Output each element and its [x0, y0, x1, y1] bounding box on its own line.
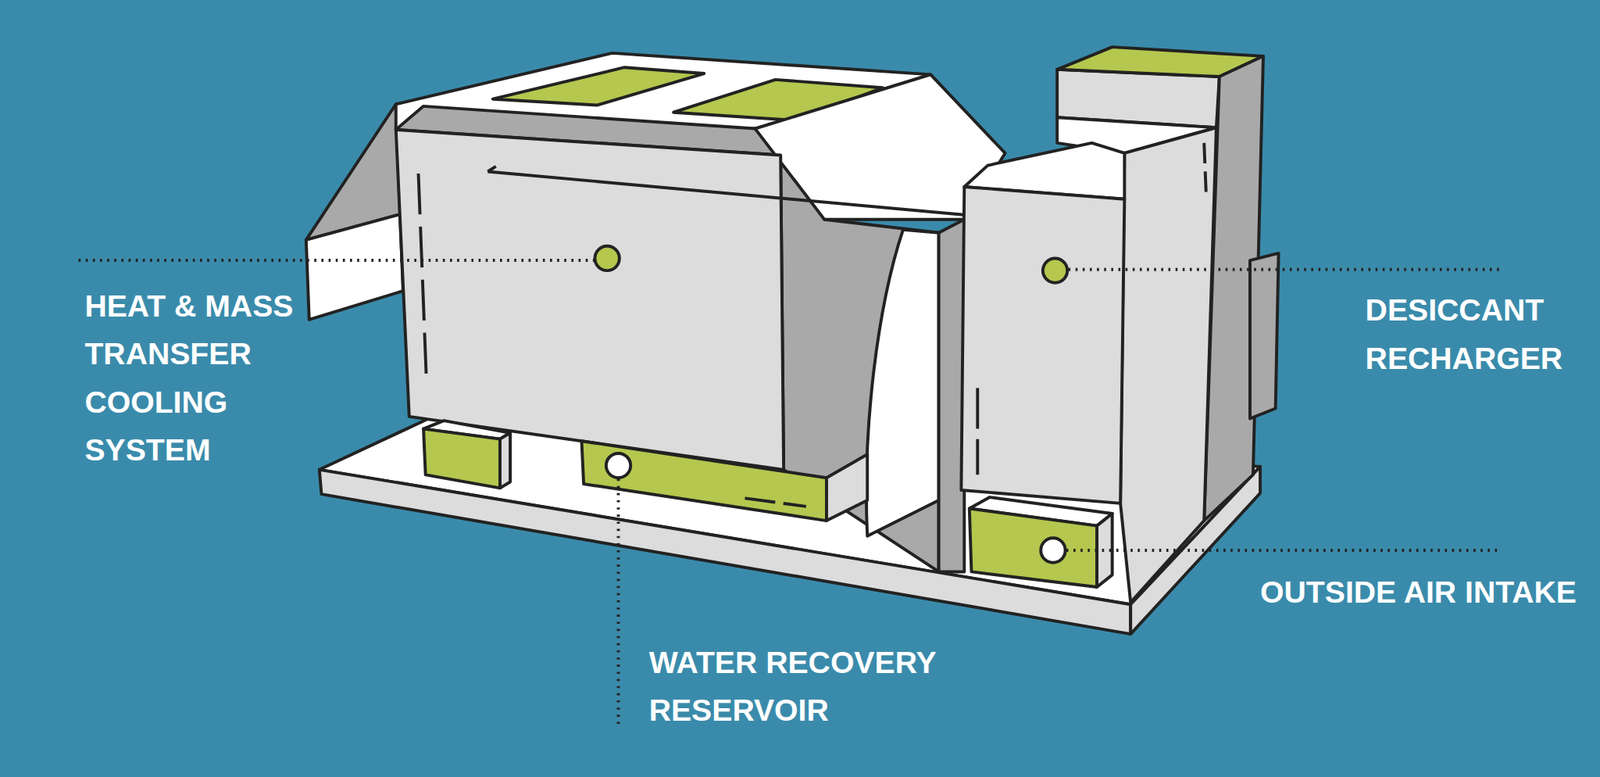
part-label: WATER RECOVERY RESERVOIR — [649, 637, 986, 734]
part-label: OUTSIDE AIR INTAKE — [1260, 567, 1577, 615]
part-label: DESICCANT RECHARGER — [1365, 285, 1583, 383]
part-label: HEAT & MASS TRANSFER COOLING SYSTEM — [84, 281, 329, 474]
